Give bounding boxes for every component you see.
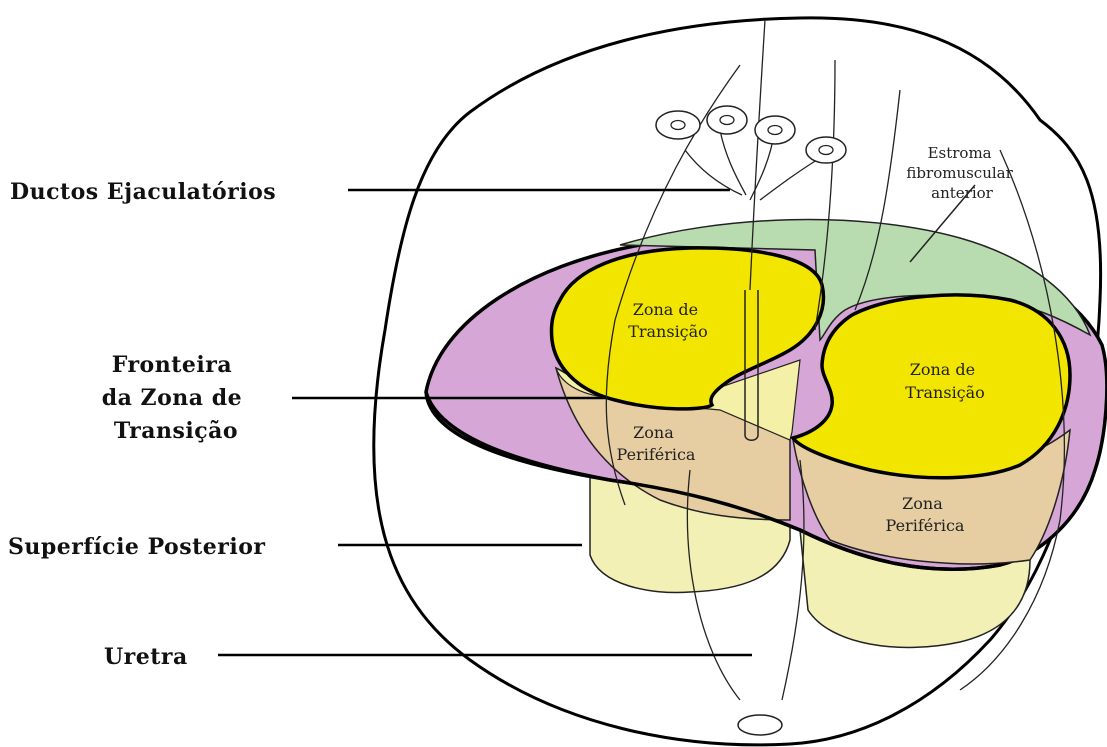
label-tz-boundary: Fronteira da Zona de Transição [102,352,251,444]
label-ejaculatory-ducts: Ductos Ejaculatórios [10,179,276,205]
label-urethra: Uretra [104,644,188,670]
label-posterior-surface: Superfície Posterior [8,534,265,560]
urethra-opening [738,715,782,735]
